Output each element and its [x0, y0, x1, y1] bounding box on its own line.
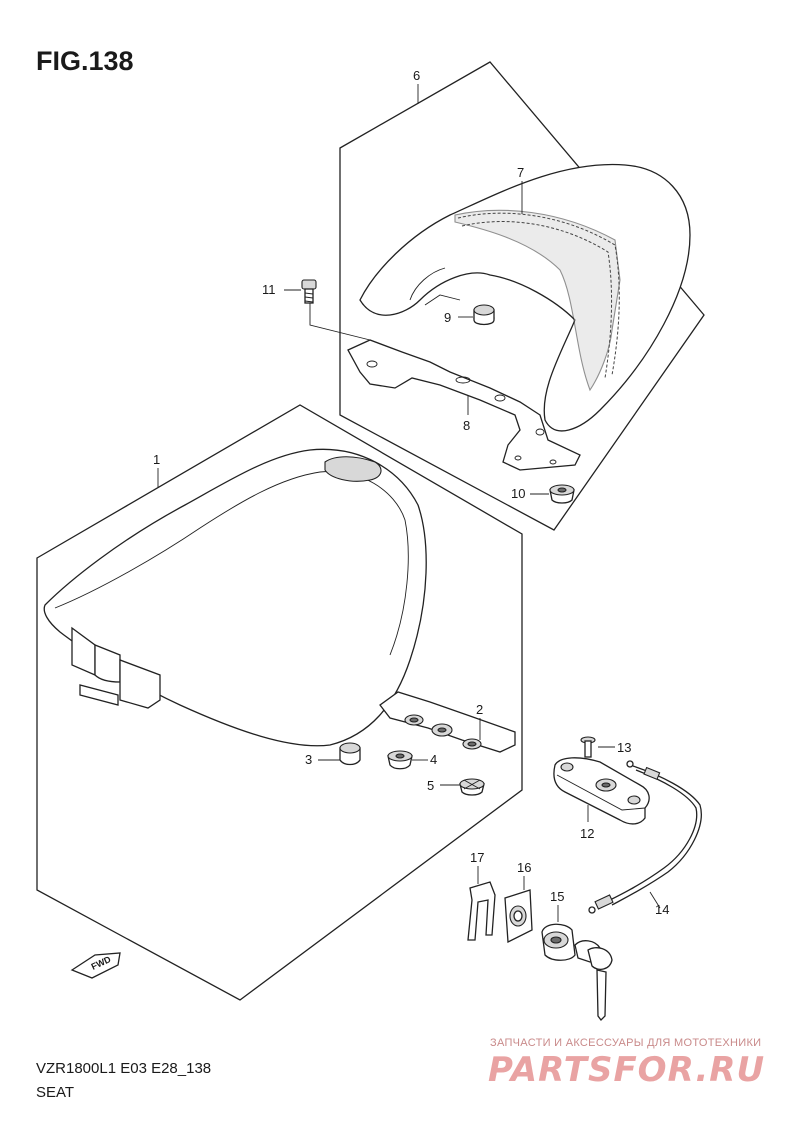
fwd-direction-marker: FWD	[70, 952, 121, 979]
lock-set-15	[541, 905, 613, 1021]
callout-4: 4	[430, 752, 437, 767]
pillion-group-frame	[339, 61, 705, 531]
callout-10: 10	[511, 486, 525, 501]
callout-6: 6	[413, 68, 420, 83]
callout-labels: 1 2 3 4 5 6 7 8 9 10 11 12 13 14 15 16 1…	[153, 68, 669, 917]
screw-13	[580, 736, 615, 758]
model-code: VZR1800L1 E03 E28_138	[36, 1060, 212, 1077]
callout-8: 8	[463, 418, 470, 433]
callout-16: 16	[517, 860, 531, 875]
bracket-8	[347, 339, 581, 471]
main-seat-group-frame	[36, 404, 523, 1001]
bolt-11	[301, 279, 317, 304]
cushion-9	[473, 304, 495, 326]
callout-11: 11	[262, 282, 276, 297]
cushion-3	[339, 742, 361, 766]
watermark-logo: PARTSFOR.RU	[488, 1050, 766, 1090]
callout-17: 17	[470, 850, 484, 865]
pillion-seat	[359, 163, 691, 432]
figure-title: FIG.138	[36, 46, 134, 76]
bracket-2	[379, 691, 516, 753]
nut-5	[459, 778, 485, 796]
callout-9: 9	[444, 310, 451, 325]
nut-10	[549, 484, 575, 504]
main-seat	[43, 448, 427, 747]
pillion-leaders	[284, 84, 549, 495]
callout-13: 13	[617, 740, 631, 755]
callout-15: 15	[550, 889, 564, 904]
main-leaders	[157, 468, 481, 786]
callout-2: 2	[476, 702, 483, 717]
nut-4	[387, 750, 413, 770]
callout-14: 14	[655, 902, 669, 917]
section-name: SEAT	[36, 1084, 75, 1101]
clip-17	[467, 866, 496, 941]
plate-16	[504, 876, 533, 944]
callout-5: 5	[427, 778, 434, 793]
lock-bracket-12	[553, 757, 650, 825]
callout-12: 12	[580, 826, 594, 841]
watermark-tagline: ЗАПЧАСТИ И АКСЕССУАРЫ ДЛЯ МОТОТЕХНИКИ	[490, 1037, 762, 1049]
callout-7: 7	[517, 165, 524, 180]
callout-3: 3	[305, 752, 312, 767]
callout-1: 1	[153, 452, 160, 467]
cable-14	[588, 760, 702, 914]
